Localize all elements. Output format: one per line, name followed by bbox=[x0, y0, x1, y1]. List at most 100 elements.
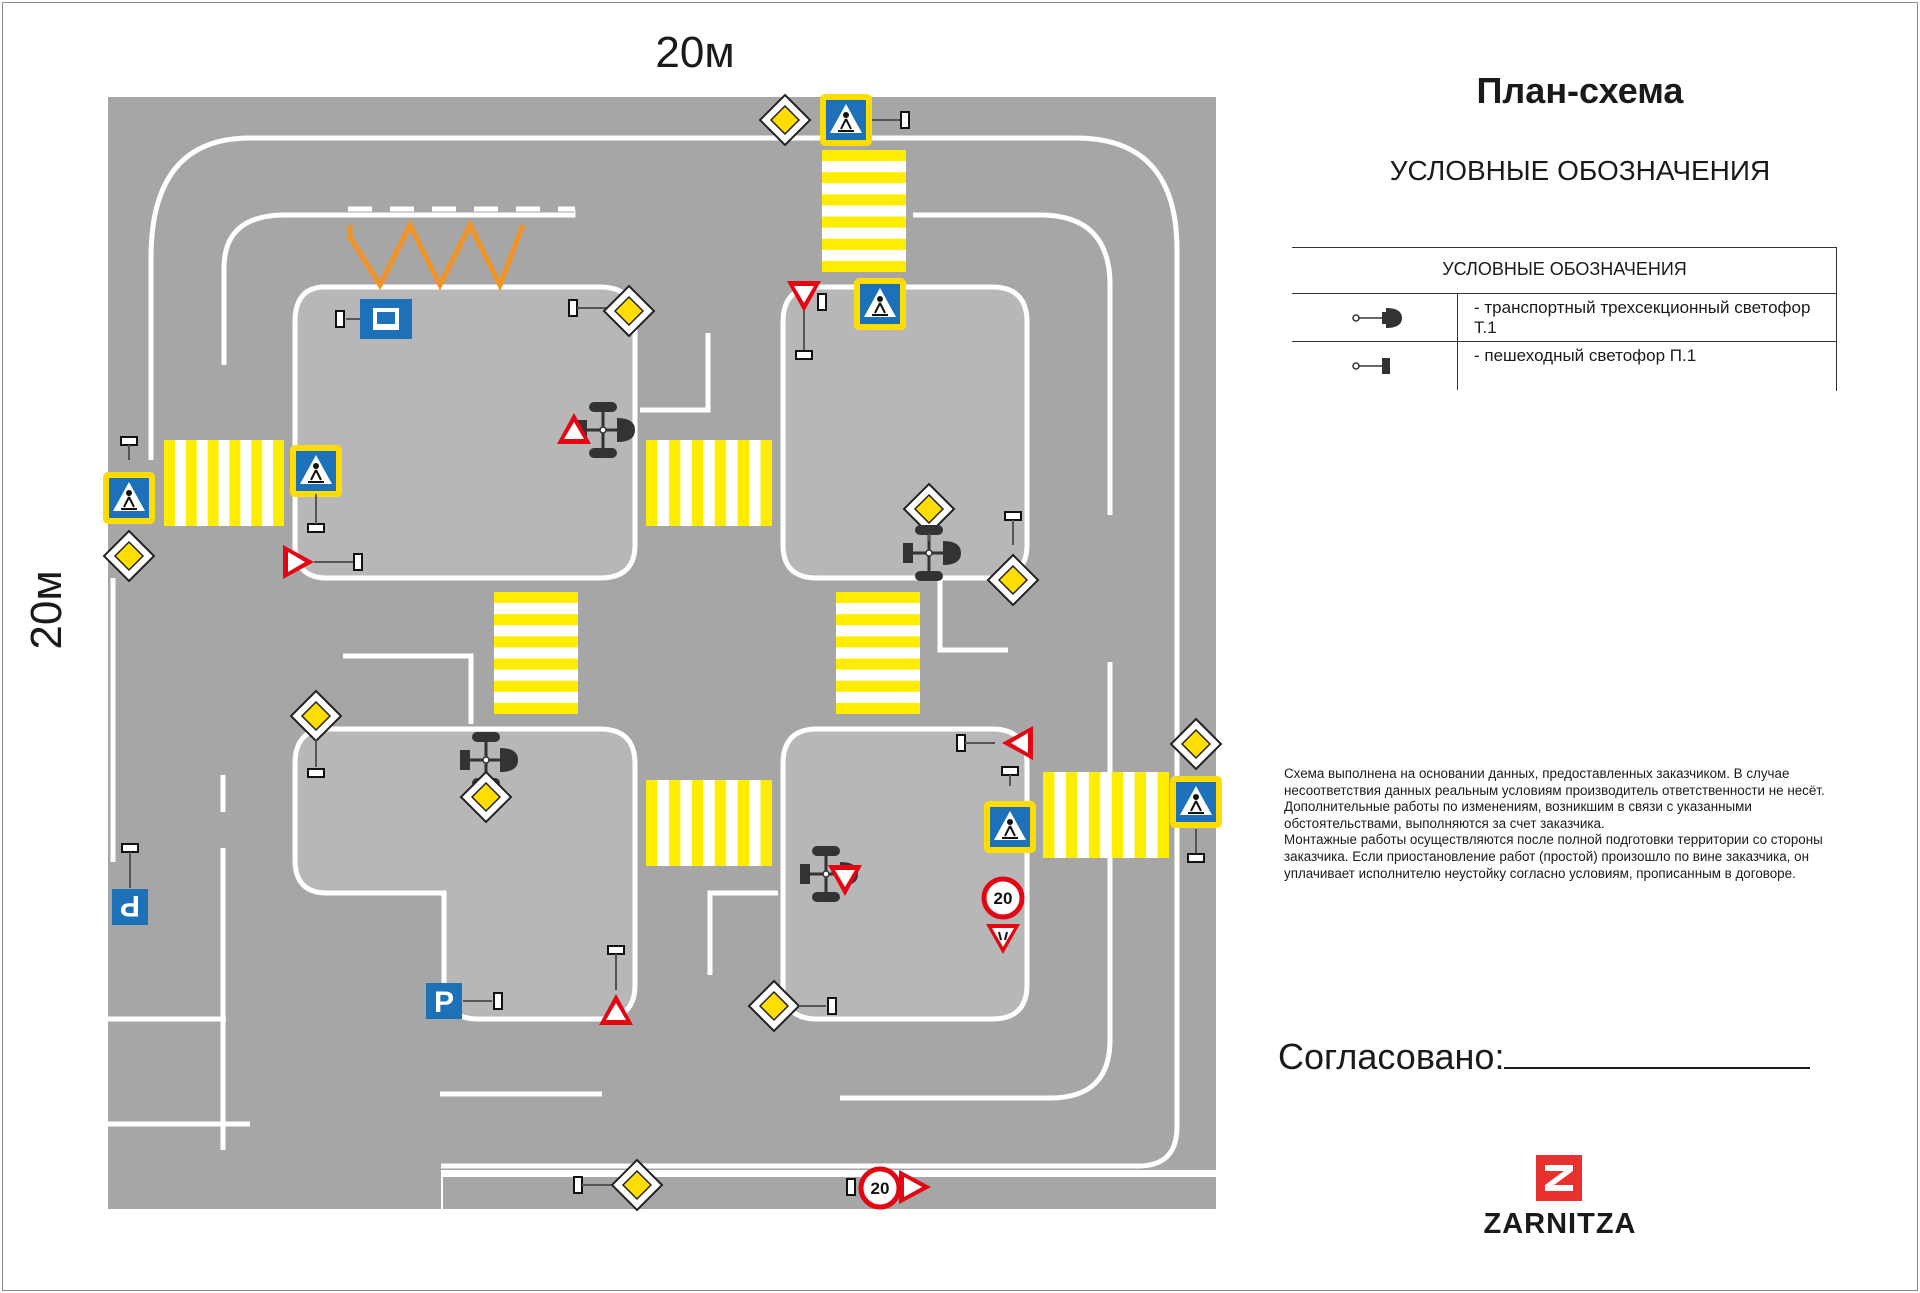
crosswalk-group bbox=[164, 150, 1169, 866]
legend-label: - пешеходный светофор П.1 bbox=[1474, 346, 1697, 365]
road-surface bbox=[108, 97, 1216, 1209]
crosswalk-stripe bbox=[1043, 772, 1055, 858]
yield-sign bbox=[787, 281, 821, 312]
crosswalk bbox=[836, 592, 920, 714]
dimension-width-label: 20м bbox=[655, 28, 735, 77]
pedestrian-crossing-sign bbox=[1170, 776, 1222, 828]
bus-stop-sign bbox=[360, 299, 412, 339]
yield-sign bbox=[599, 994, 633, 1025]
traffic-light-three-section-icon bbox=[903, 525, 961, 581]
crosswalk-stripe bbox=[760, 780, 772, 866]
road-bottom-strip bbox=[443, 1177, 1216, 1209]
crosswalk-stripe bbox=[1088, 772, 1101, 858]
logo-mark bbox=[1536, 1155, 1582, 1201]
pedestrian-crossing-sign bbox=[820, 94, 872, 146]
yield-sign bbox=[283, 545, 314, 579]
sign-post bbox=[1001, 766, 1019, 776]
crosswalk-stripe bbox=[822, 172, 906, 184]
crosswalk-stripe bbox=[760, 440, 772, 526]
crosswalk-stripe bbox=[494, 658, 578, 670]
notes-block: Схема выполнена на основании данных, пре… bbox=[1284, 766, 1844, 882]
crosswalk bbox=[1043, 772, 1169, 858]
sign-post bbox=[827, 997, 837, 1015]
sign-post bbox=[1187, 853, 1205, 863]
crosswalk-stripe bbox=[1065, 772, 1078, 858]
legend-row: - транспортный трехсекционный светофор Т… bbox=[1292, 293, 1837, 342]
pedestrian-crossing-sign bbox=[854, 278, 906, 330]
crosswalk-stripe bbox=[207, 440, 219, 526]
sign-post bbox=[353, 553, 363, 571]
pedestrian-crossing-sign bbox=[103, 472, 155, 524]
sign-post bbox=[846, 1178, 856, 1196]
traffic-light-three-section-icon bbox=[1352, 308, 1402, 328]
crosswalk bbox=[494, 592, 578, 714]
sign-post bbox=[307, 523, 325, 533]
page-title: План-схема bbox=[1476, 70, 1684, 111]
crosswalk-stripe bbox=[822, 216, 906, 228]
priority-road-sign bbox=[602, 284, 656, 338]
crosswalk-stripe bbox=[646, 440, 658, 526]
parking-sign: P bbox=[426, 983, 462, 1019]
crosswalk-stripe bbox=[668, 780, 681, 866]
crosswalk-stripe bbox=[714, 440, 727, 526]
sign-post bbox=[335, 310, 345, 328]
crosswalk-stripe bbox=[1134, 772, 1147, 858]
speed-limit-value: 20 bbox=[994, 889, 1013, 908]
yield-sign bbox=[828, 865, 862, 896]
crosswalk-stripe bbox=[691, 440, 704, 526]
children-warning-sign bbox=[986, 924, 1020, 954]
priority-road-sign bbox=[610, 1158, 664, 1212]
crosswalk-stripe bbox=[494, 680, 578, 692]
sign-post bbox=[573, 1176, 583, 1194]
speed-limit-sign: 20 bbox=[858, 1166, 902, 1210]
crosswalk bbox=[646, 440, 772, 526]
legend-label: - транспортный трехсекционный светофор Т… bbox=[1474, 298, 1811, 337]
parking-sign-letter: P bbox=[120, 889, 140, 922]
children-warning-sign bbox=[899, 1170, 931, 1204]
parking-sign: P bbox=[112, 889, 148, 925]
island-top-right bbox=[780, 284, 1030, 581]
approval-signature-line bbox=[1504, 1037, 1811, 1069]
speed-limit-value: 20 bbox=[871, 1179, 890, 1198]
priority-road-sign bbox=[459, 770, 513, 824]
sign-group: P P 20 20 bbox=[102, 93, 1223, 1212]
inner-lane-line-top-right bbox=[913, 212, 1113, 515]
sign-post bbox=[900, 111, 910, 129]
priority-road-sign bbox=[747, 979, 801, 1033]
pedestrian-crossing-sign bbox=[984, 801, 1036, 853]
crosswalk-stripe bbox=[836, 636, 920, 648]
approval-label: Согласовано: bbox=[1278, 1036, 1505, 1077]
sign-post bbox=[493, 992, 503, 1010]
crosswalk-stripe bbox=[836, 614, 920, 626]
crosswalk-stripe bbox=[822, 194, 906, 206]
crosswalk-stripe bbox=[646, 780, 658, 866]
sign-post bbox=[795, 350, 813, 360]
crosswalk-stripe bbox=[822, 260, 906, 272]
crosswalk-stripe bbox=[822, 150, 906, 162]
speed-limit-sign: 20 bbox=[981, 876, 1025, 920]
crosswalk-stripe bbox=[251, 440, 263, 526]
crosswalk-stripe bbox=[836, 702, 920, 714]
crosswalk-stripe bbox=[836, 592, 920, 604]
crosswalk-stripe bbox=[494, 592, 578, 604]
legend-table: УСЛОВНЫЕ ОБОЗНАЧЕНИЯ - транспортный трех… bbox=[1292, 247, 1837, 391]
yield-sign bbox=[1002, 726, 1033, 760]
zigzag-marking bbox=[347, 219, 526, 292]
crosswalk-stripe bbox=[229, 440, 241, 526]
priority-road-sign bbox=[102, 529, 156, 583]
sign-post bbox=[1004, 511, 1022, 521]
sign-post bbox=[568, 299, 578, 317]
sign-post bbox=[120, 436, 138, 446]
crosswalk-stripe bbox=[822, 238, 906, 250]
crosswalk-stripe bbox=[737, 440, 750, 526]
traffic-light-three-section-icon bbox=[577, 402, 635, 458]
notes-paragraph: Монтажные работы осуществляются после по… bbox=[1284, 832, 1823, 881]
sign-post bbox=[607, 945, 625, 955]
logo-wordmark: ZARNITZA bbox=[1483, 1208, 1637, 1240]
sign-post bbox=[956, 734, 966, 752]
crosswalk-stripe bbox=[836, 658, 920, 670]
priority-road-sign bbox=[758, 93, 812, 147]
page-subtitle: УСЛОВНЫЕ ОБОЗНАЧЕНИЯ bbox=[1389, 155, 1771, 186]
